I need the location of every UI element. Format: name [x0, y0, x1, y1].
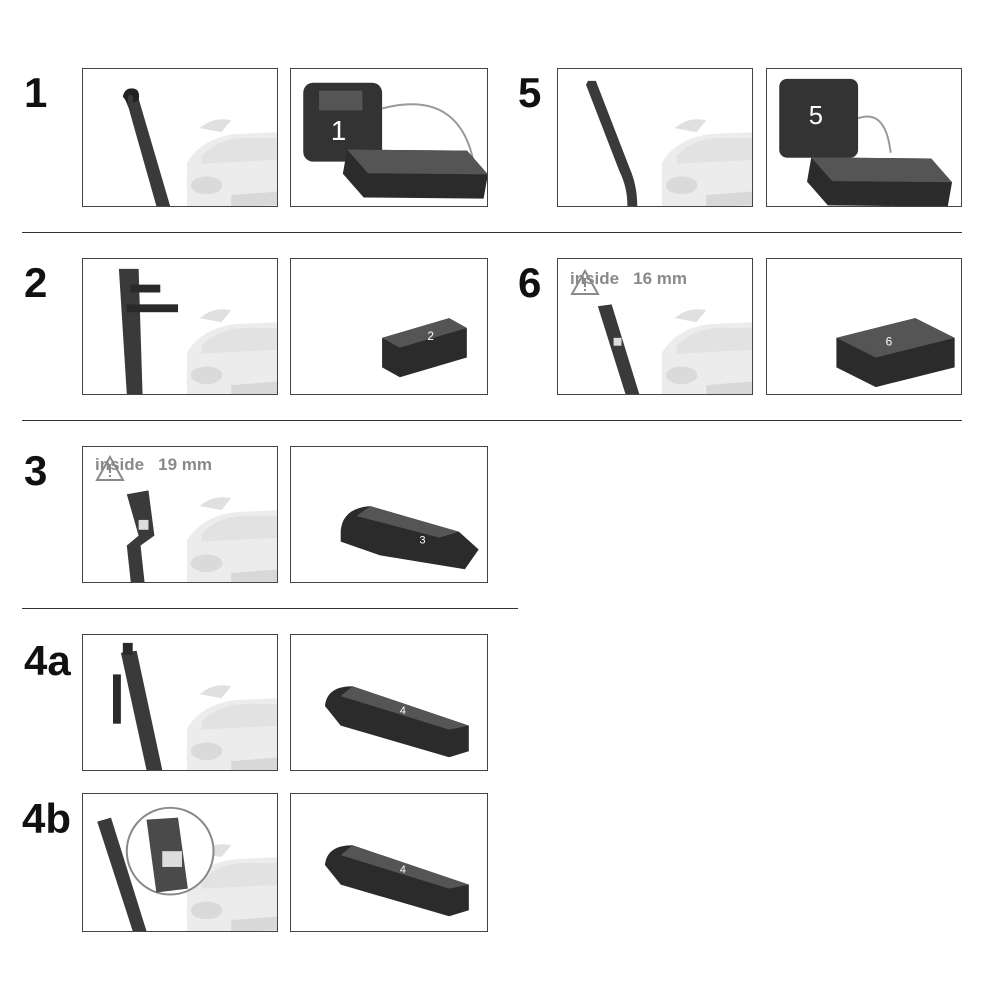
step-4a-adapter-mark: 4 — [400, 705, 406, 717]
step-6-adapter-mark: 6 — [886, 335, 893, 349]
divider-row-2 — [22, 420, 962, 421]
step-5-callout-number: 5 — [809, 102, 823, 130]
side-pin-arm-illustration — [118, 268, 277, 394]
step-4b-adapter-mark: 4 — [400, 864, 406, 876]
step-number-2: 2 — [24, 259, 48, 306]
hook-arm-illustration — [122, 88, 277, 206]
step-4a-arm-panel — [82, 634, 278, 771]
step-3-arm-panel: inside 19 mm — [82, 446, 278, 583]
step-3-adapter-panel: 3 — [290, 446, 488, 583]
divider-row-3 — [22, 608, 518, 609]
warning-value: 19 mm — [158, 455, 212, 474]
adapter-illustration: 4 — [324, 845, 469, 917]
step-5-arm-panel — [557, 68, 753, 207]
warning-text: inside — [95, 455, 145, 474]
step-number-6: 6 — [518, 259, 542, 306]
warning-text: inside — [570, 269, 620, 288]
step-2-arm-panel — [82, 258, 278, 395]
step-2-adapter-panel: 2 — [290, 258, 488, 395]
adapter-illustration: 2 — [382, 318, 467, 378]
step-2-adapter-mark: 2 — [427, 329, 434, 343]
step-6-adapter-panel: 6 — [766, 258, 962, 395]
adapter-illustration: 6 — [836, 318, 955, 388]
adapter-illustration: 3 — [340, 506, 479, 570]
adapter-callout-illustration: 1 — [303, 82, 487, 206]
step-3-warning: inside 19 mm — [95, 455, 212, 481]
step-1-callout-number: 1 — [331, 115, 346, 146]
step-4b-arm-panel — [82, 793, 278, 932]
step-4a-adapter-panel: 4 — [290, 634, 488, 771]
warning-triangle-icon — [95, 455, 125, 481]
divider-row-1 — [22, 232, 962, 233]
step-1-adapter-panel: 1 — [290, 68, 488, 207]
step-5-adapter-panel: 5 — [766, 68, 962, 207]
straight-arm-illustration — [586, 80, 752, 206]
step-number-4b: 4b — [22, 795, 72, 842]
top-lock-arm-zoom-illustration — [97, 806, 277, 931]
adapter-callout-illustration: 5 — [779, 78, 956, 206]
pinch-tab-arm-illustration — [597, 304, 752, 394]
adapter-illustration: 4 — [324, 686, 469, 758]
step-number-1: 1 — [24, 69, 48, 116]
step-6-warning: inside 16 mm — [570, 269, 687, 295]
step-number-5: 5 — [518, 69, 542, 116]
step-3-adapter-mark: 3 — [420, 535, 426, 547]
step-1-arm-panel — [82, 68, 278, 207]
step-4b-adapter-panel: 4 — [290, 793, 488, 932]
step-6-arm-panel: inside 16 mm — [557, 258, 753, 395]
bayonet-arm-illustration — [126, 490, 277, 582]
step-number-4a: 4a — [24, 637, 71, 684]
warning-triangle-icon — [570, 269, 600, 295]
top-lock-arm-illustration — [112, 642, 277, 770]
warning-value: 16 mm — [633, 269, 687, 288]
step-number-3: 3 — [24, 447, 48, 494]
